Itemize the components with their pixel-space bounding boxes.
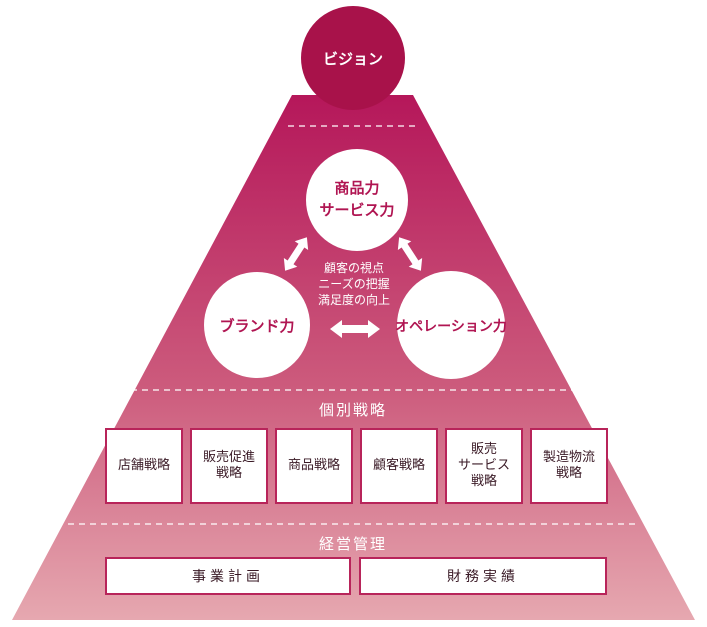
center-text-line1: 顧客の視点 <box>324 260 384 275</box>
circle-product-service <box>306 149 408 251</box>
circle-operation <box>397 271 505 379</box>
vision-circle <box>301 6 405 110</box>
arrow-top-left <box>283 237 309 271</box>
circle-brand-label: ブランド力 <box>219 317 294 335</box>
management-box-business-plan: 事業計画 <box>105 557 351 595</box>
center-text-line3: 満足度の向上 <box>318 292 390 307</box>
strategy-box-manufacturing-logistics-label: 製造物流 戦略 <box>542 449 595 481</box>
strategy-box-sales-promotion: 販売促進 戦略 <box>190 428 268 504</box>
strategy-box-sales-service-label: 販売 サービス 戦略 <box>457 441 510 490</box>
management-box-financial-results: 財務実績 <box>359 557 607 595</box>
strategy-box-product-label: 商品戦略 <box>287 457 340 473</box>
strategy-box-customer-label: 顧客戦略 <box>372 457 425 473</box>
strategy-box-store: 店舗戦略 <box>105 428 183 504</box>
arrow-left-right <box>330 320 380 338</box>
management-title: 経営管理 <box>318 535 387 553</box>
strategy-box-manufacturing-logistics: 製造物流 戦略 <box>530 428 608 504</box>
arrow-top-right <box>397 237 423 271</box>
strategy-box-product: 商品戦略 <box>275 428 353 504</box>
strategy-box-customer: 顧客戦略 <box>360 428 438 504</box>
center-text-line2: ニーズの把握 <box>318 276 389 291</box>
circle-product-service-line2: サービス力 <box>319 201 394 219</box>
management-box-financial-results-label: 財務実績 <box>447 569 519 585</box>
individual-strategy-title: 個別戦略 <box>318 401 387 419</box>
management-box-business-plan-label: 事業計画 <box>192 569 264 585</box>
vision-label: ビジョン <box>323 50 383 68</box>
strategy-box-sales-promotion-label: 販売促進 戦略 <box>202 449 255 481</box>
circle-product-service-line1: 商品力 <box>334 179 379 197</box>
strategy-box-sales-service: 販売 サービス 戦略 <box>445 428 523 504</box>
circle-operation-label: オペレーション力 <box>395 318 507 335</box>
strategy-box-store-label: 店舗戦略 <box>117 457 170 473</box>
circle-brand <box>204 272 310 378</box>
